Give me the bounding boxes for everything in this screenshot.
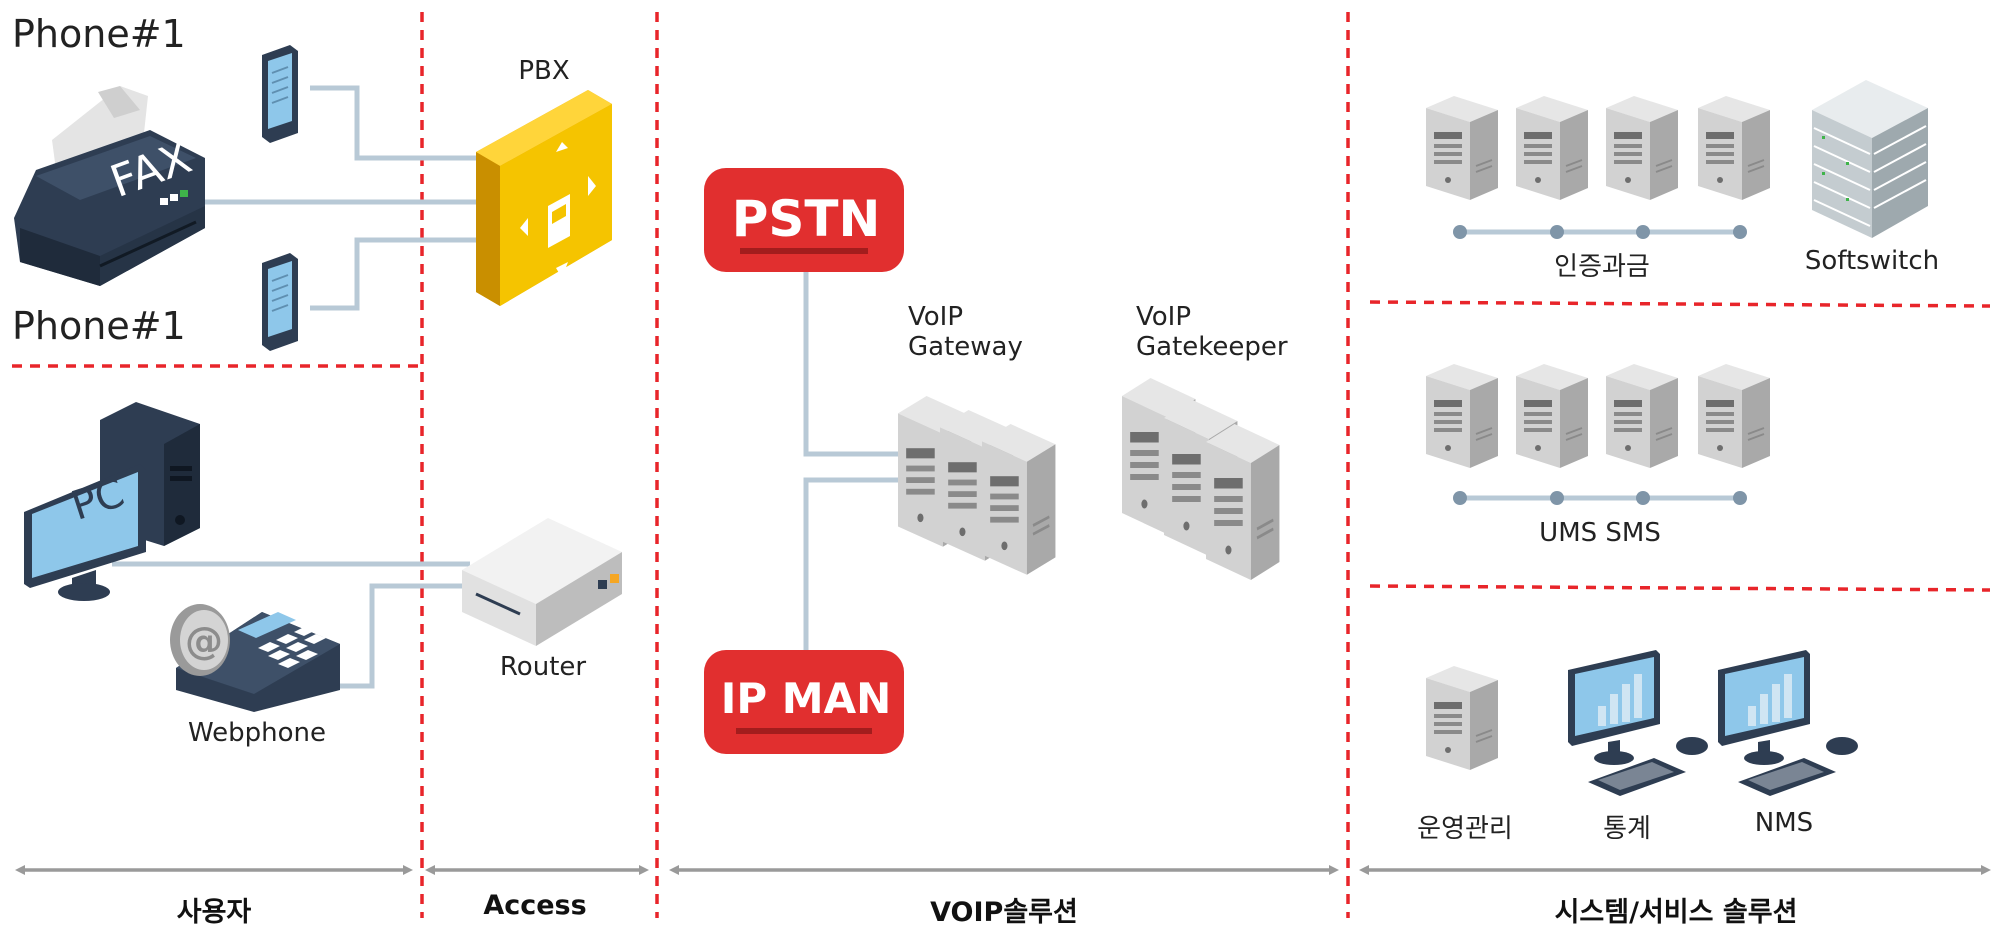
divider-lines <box>12 12 1991 918</box>
router-label: Router <box>499 652 587 682</box>
connector-lines <box>112 85 1740 689</box>
nms-monitor-icon <box>1718 650 1858 796</box>
pbx-label: PBX <box>518 56 570 86</box>
voip-gatekeeper-label-line2: Gatekeeper <box>1136 332 1288 362</box>
section-label-system-service-solution: 시스템/서비스 솔루션 <box>1554 897 1798 928</box>
ums-sms-servers-icon <box>1425 363 1771 469</box>
bus-nodes <box>1453 225 1747 505</box>
ipman-label: IP MAN <box>720 674 892 723</box>
pstn-badge <box>704 168 904 272</box>
pc-icon <box>24 402 200 601</box>
voip-gateway-label-line1: VoIP <box>908 302 964 332</box>
softswitch-icon <box>1812 80 1928 238</box>
webphone-icon: @ <box>170 604 340 712</box>
webphone-label: Webphone <box>187 718 327 748</box>
section-label-voip-solution: VOIP솔루션 <box>930 897 1078 928</box>
stats-label: 통계 <box>1603 814 1651 844</box>
fax-machine-icon <box>14 86 205 286</box>
voip-gateway-label-line2: Gateway <box>908 332 1023 362</box>
voip-gateway-servers-icon <box>896 394 1057 577</box>
voip-gatekeeper-label: VoIP Gatekeeper <box>1136 302 1288 362</box>
ops-mgmt-label: 운영관리 <box>1417 814 1513 844</box>
pstn-label: PSTN <box>731 190 881 248</box>
auth-billing-label: 인증과금 <box>1554 252 1650 282</box>
phone-bottom-label: Phone#1 <box>12 304 186 348</box>
voip-gatekeeper-label-line1: VoIP <box>1136 302 1192 332</box>
ops-mgmt-server-icon <box>1425 665 1499 771</box>
svg-text:@: @ <box>185 619 223 663</box>
stats-monitor-icon <box>1568 650 1708 796</box>
softswitch-label: Softswitch <box>1804 246 1940 276</box>
phone-top-icon <box>261 44 299 144</box>
section-label-users: 사용자 <box>176 897 252 928</box>
voip-gatekeeper-servers-icon <box>1120 376 1281 582</box>
phone-bottom-icon <box>261 252 299 352</box>
ipman-badge <box>704 650 904 754</box>
voip-gateway-label: VoIP Gateway <box>908 302 1023 362</box>
phone-top-label: Phone#1 <box>12 12 186 56</box>
nms-label: NMS <box>1754 808 1814 838</box>
auth-billing-servers-icon <box>1425 95 1771 201</box>
section-label-access: Access <box>483 890 587 921</box>
router-icon <box>462 518 622 646</box>
pbx-icon <box>476 90 612 306</box>
ums-sms-label: UMS SMS <box>1539 518 1661 548</box>
